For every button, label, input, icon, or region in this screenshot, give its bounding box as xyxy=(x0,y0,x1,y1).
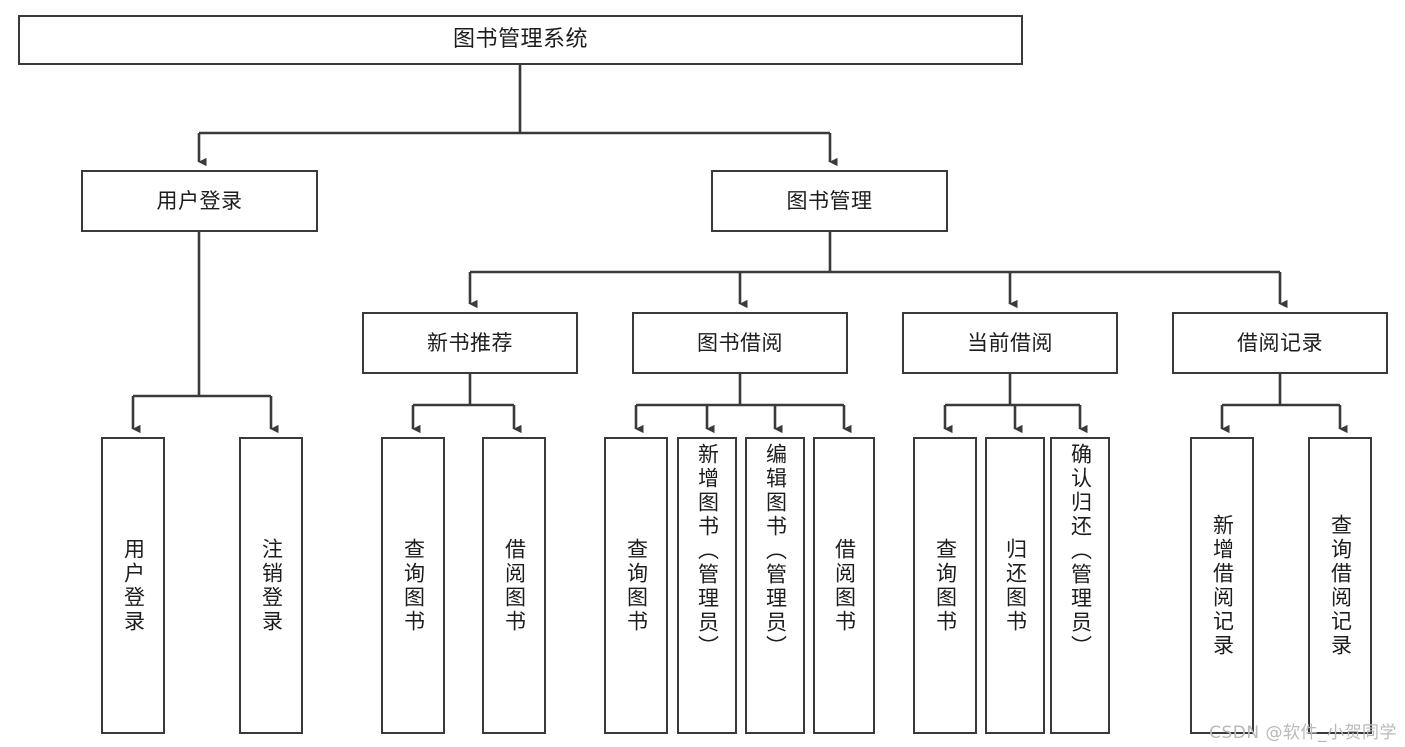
node-label: 注销登录 xyxy=(259,537,284,634)
node-label: 图书管理 xyxy=(786,188,873,213)
leaf-borrow-borrow-book[interactable]: 借阅图书 xyxy=(813,437,875,734)
leaf-new-book-query[interactable]: 查询图书 xyxy=(381,437,445,734)
leaf-new-book-borrow[interactable]: 借阅图书 xyxy=(482,437,546,734)
leaf-borrow-edit-book-admin[interactable]: 编辑图书（管理员） xyxy=(745,437,805,734)
node-label: 借阅图书 xyxy=(832,537,857,634)
node-root-system[interactable]: 图书管理系统 xyxy=(18,15,1023,65)
node-label: 新增图书（管理员） xyxy=(695,443,720,659)
node-label: 查询借阅记录 xyxy=(1328,513,1353,658)
node-label: 用户登录 xyxy=(121,537,146,634)
node-label: 借阅图书 xyxy=(502,537,527,634)
node-borrow-record[interactable]: 借阅记录 xyxy=(1172,312,1388,374)
leaf-user-login-logout[interactable]: 注销登录 xyxy=(239,437,303,734)
leaf-borrow-add-book-admin[interactable]: 新增图书（管理员） xyxy=(677,437,737,734)
node-label: 图书借阅 xyxy=(697,330,783,355)
node-label: 归还图书 xyxy=(1003,537,1028,634)
leaf-user-login-login[interactable]: 用户登录 xyxy=(101,437,165,734)
node-label: 查询图书 xyxy=(933,537,958,634)
node-label: 查询图书 xyxy=(401,537,426,634)
node-label: 新书推荐 xyxy=(427,330,513,355)
leaf-current-return-book[interactable]: 归还图书 xyxy=(985,437,1045,734)
leaf-record-query-record[interactable]: 查询借阅记录 xyxy=(1308,437,1372,734)
leaf-current-confirm-return-admin[interactable]: 确认归还（管理员） xyxy=(1050,437,1110,734)
node-label: 查询图书 xyxy=(624,537,649,634)
node-book-management[interactable]: 图书管理 xyxy=(711,170,948,232)
node-label: 用户登录 xyxy=(156,188,243,213)
leaf-borrow-query-book[interactable]: 查询图书 xyxy=(604,437,668,734)
node-label: 借阅记录 xyxy=(1237,330,1323,355)
node-new-book-recommend[interactable]: 新书推荐 xyxy=(362,312,578,374)
node-label: 确认归还（管理员） xyxy=(1068,443,1093,659)
leaf-current-query-book[interactable]: 查询图书 xyxy=(913,437,977,734)
node-label: 编辑图书（管理员） xyxy=(763,443,788,659)
node-current-borrow[interactable]: 当前借阅 xyxy=(902,312,1118,374)
leaf-record-add-record[interactable]: 新增借阅记录 xyxy=(1190,437,1254,734)
node-book-borrow[interactable]: 图书借阅 xyxy=(632,312,848,374)
node-label: 新增借阅记录 xyxy=(1210,513,1235,658)
node-label: 图书管理系统 xyxy=(452,27,588,53)
node-label: 当前借阅 xyxy=(967,330,1053,355)
node-user-login[interactable]: 用户登录 xyxy=(81,170,318,232)
watermark-text: CSDN @软件_小贺同学 xyxy=(1209,723,1397,743)
